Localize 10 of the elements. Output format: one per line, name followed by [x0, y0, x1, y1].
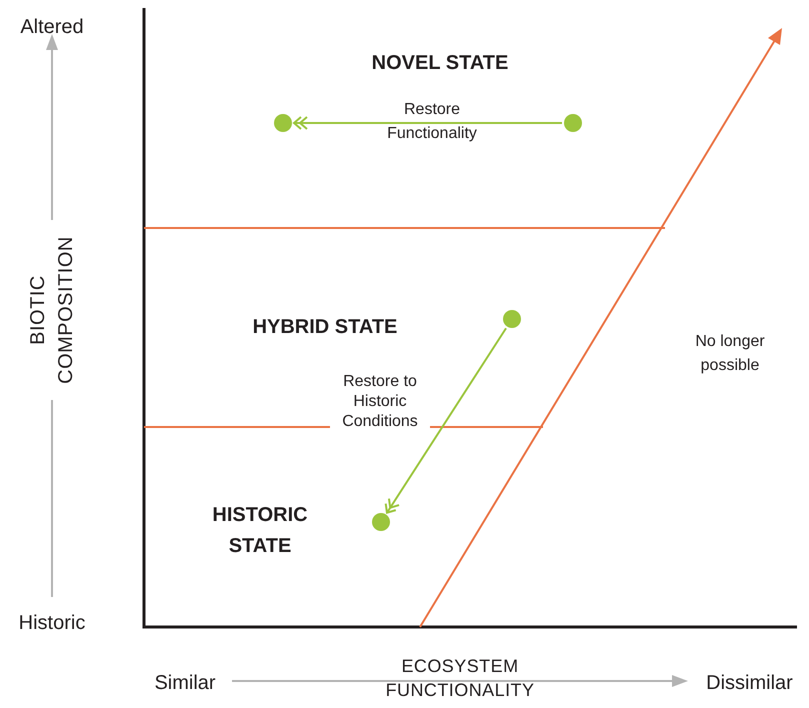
axis-end-label: Altered [19, 15, 85, 40]
region-label: NOVEL STATE [370, 51, 510, 76]
edge-label: Restore Functionality [386, 100, 478, 144]
region-label: HISTORIC STATE [211, 503, 309, 559]
axis-end-label: Dissimilar [705, 671, 794, 696]
axis-end-label: Similar [153, 671, 217, 696]
region-label: HYBRID STATE [252, 315, 398, 340]
axis-title: ECOSYSTEM FUNCTIONALITY [384, 655, 536, 702]
region-label: No longer possible [694, 332, 766, 376]
axis-end-label: Historic [18, 611, 86, 636]
